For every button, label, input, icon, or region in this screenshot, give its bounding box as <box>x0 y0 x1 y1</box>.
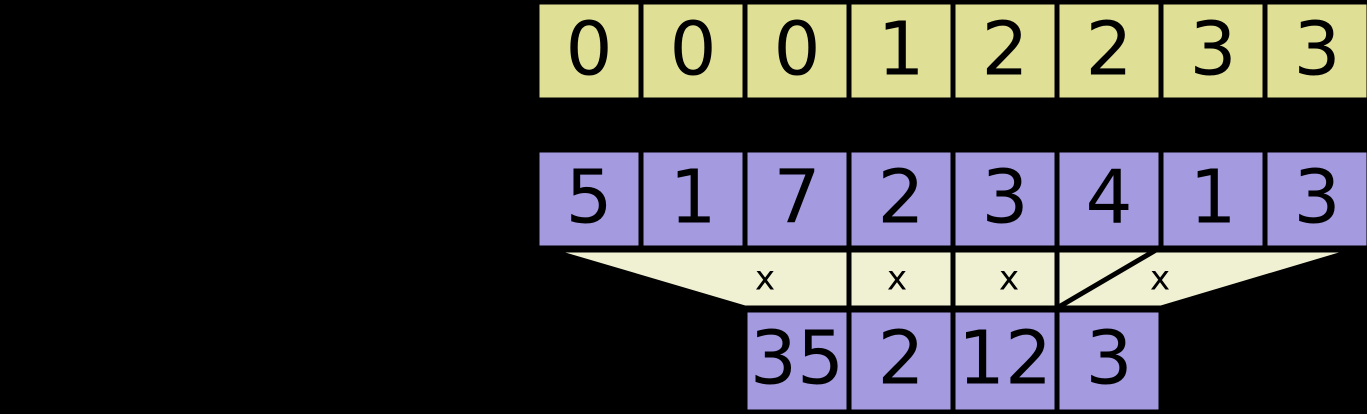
index-cell-1: 0 <box>638 0 748 103</box>
value-row: 5 1 7 2 3 4 1 <box>534 147 1367 251</box>
band-segment-left-funnel <box>547 247 852 311</box>
index-cell-3: 1 <box>846 0 956 103</box>
index-cell-7: 3 <box>1262 0 1367 103</box>
index-cell-label: 1 <box>877 7 924 93</box>
index-cell-label: 3 <box>1293 7 1340 93</box>
operator-label: x <box>999 259 1019 299</box>
value-cell-rect <box>638 147 748 251</box>
index-cell-label: 0 <box>565 7 612 93</box>
operator-label: x <box>887 259 907 299</box>
value-cell-rect <box>1262 147 1367 251</box>
index-cell-5: 2 <box>1054 0 1164 103</box>
value-cell-label: 7 <box>773 155 820 241</box>
operator-band: x x x x <box>547 247 1357 311</box>
value-cell-1: 1 <box>638 147 748 251</box>
index-cell-label: 0 <box>669 7 716 93</box>
value-cell-label: 5 <box>565 155 612 241</box>
result-cell-2: 12 <box>950 307 1060 414</box>
value-cell-6: 1 <box>1158 147 1268 251</box>
result-cell-3: 3 <box>1054 307 1164 414</box>
result-row: 35 2 12 3 <box>742 307 1164 414</box>
result-cell-label: 35 <box>750 316 844 402</box>
result-cell-rect <box>742 307 852 414</box>
index-cell-label: 2 <box>981 7 1028 93</box>
value-cell-label: 3 <box>1293 155 1340 241</box>
value-cell-7: 3 <box>1262 147 1367 251</box>
value-cell-rect <box>534 147 644 251</box>
value-cell-5: 4 <box>1054 147 1164 251</box>
value-cell-label: 2 <box>877 155 924 241</box>
value-cell-rect <box>846 147 956 251</box>
index-cell-2: 0 <box>742 0 852 103</box>
index-cell-rect <box>742 0 852 103</box>
index-cell-label: 3 <box>1189 7 1236 93</box>
result-cell-1: 2 <box>846 307 956 414</box>
index-row: 0 0 0 1 2 2 3 <box>534 0 1367 103</box>
result-cell-label: 3 <box>1085 316 1132 402</box>
value-cell-4: 3 <box>950 147 1060 251</box>
value-cell-2: 7 <box>742 147 852 251</box>
index-cell-rect <box>1158 0 1268 103</box>
result-cell-label: 2 <box>877 316 924 402</box>
value-cell-label: 1 <box>1189 155 1236 241</box>
result-cell-label: 12 <box>958 316 1052 402</box>
value-cell-3: 2 <box>846 147 956 251</box>
result-cell-0: 35 <box>742 307 852 414</box>
index-cell-rect <box>638 0 748 103</box>
result-cell-rect <box>950 307 1060 414</box>
value-cell-label: 4 <box>1085 155 1132 241</box>
index-cell-label: 0 <box>773 7 820 93</box>
index-cell-0: 0 <box>534 0 644 103</box>
index-cell-label: 2 <box>1085 7 1132 93</box>
value-cell-rect <box>742 147 852 251</box>
value-cell-label: 1 <box>669 155 716 241</box>
index-cell-rect <box>1262 0 1367 103</box>
result-cell-rect <box>1054 307 1164 414</box>
result-cell-rect <box>846 307 956 414</box>
operator-label: x <box>755 259 775 299</box>
index-cell-rect <box>534 0 644 103</box>
value-cell-0: 5 <box>534 147 644 251</box>
band-divider-diagonal <box>1055 247 1158 311</box>
index-cell-6: 3 <box>1158 0 1268 103</box>
operator-label: x <box>1150 259 1170 299</box>
index-cell-4: 2 <box>950 0 1060 103</box>
index-cell-rect <box>950 0 1060 103</box>
value-cell-label: 3 <box>981 155 1028 241</box>
